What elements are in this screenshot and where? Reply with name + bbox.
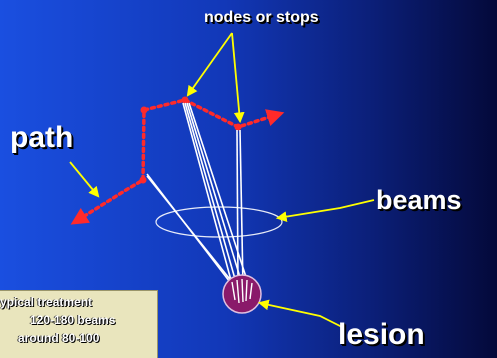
pointers (69, 32, 375, 328)
label-beams: beams (376, 185, 462, 215)
info-box (0, 290, 158, 358)
beam (146, 175, 238, 289)
pointer-nodes-left (186, 32, 233, 97)
info-line-2: 120-180 beams (30, 313, 116, 327)
pointer-nodes-right (231, 32, 245, 124)
pointer-beams (275, 199, 375, 222)
lesion-arrow (236, 279, 240, 304)
label-lesion: lesion (338, 318, 425, 351)
node-3 (234, 123, 242, 131)
label-path: path (10, 121, 74, 154)
beams-group (146, 102, 250, 289)
beam (186, 102, 244, 288)
beam (182, 102, 233, 285)
node-1 (140, 106, 148, 114)
beams-ring (155, 206, 283, 238)
node-markers (139, 96, 242, 184)
lesion-arrow (241, 278, 244, 303)
lesion-beam-arrows (231, 278, 253, 304)
pointer-path (69, 161, 100, 198)
label-nodes-or-stops: nodes or stops (204, 9, 319, 26)
lesion-arrow (249, 282, 253, 300)
beam (188, 102, 250, 287)
treatment-path (70, 98, 285, 225)
beam (184, 102, 238, 287)
lesion-arrow (231, 281, 236, 301)
info-line-1: ypical treatment (0, 295, 93, 309)
info-line-3: around 80-100 (18, 331, 100, 345)
lesion-arrow (245, 279, 248, 302)
pointer-lesion (257, 299, 343, 328)
node-2 (181, 96, 189, 104)
node-4 (139, 176, 147, 184)
